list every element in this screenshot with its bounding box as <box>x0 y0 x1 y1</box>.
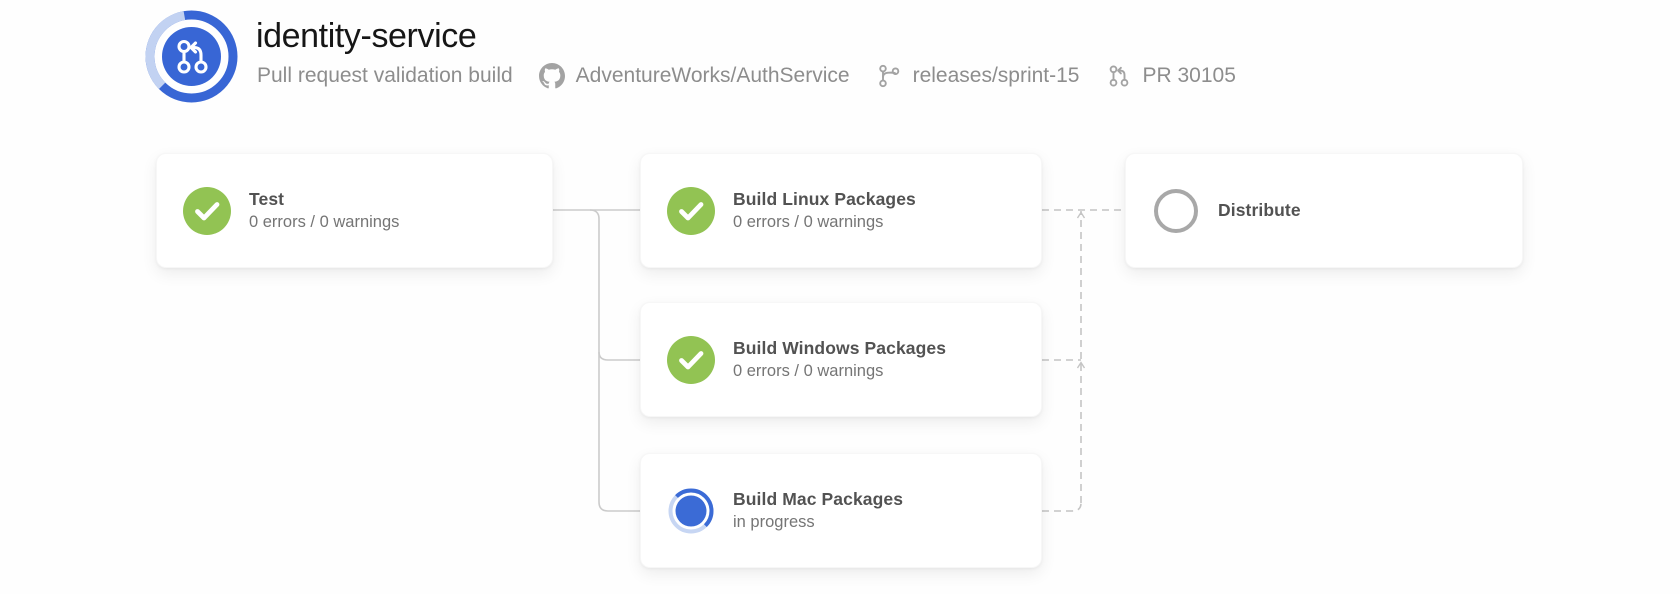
git-pull-request-icon <box>1106 63 1132 89</box>
pr-link[interactable]: PR 30105 <box>1106 63 1236 89</box>
success-icon <box>183 186 231 235</box>
stage-card-build-linux[interactable]: Build Linux Packages 0 errors / 0 warnin… <box>640 153 1042 268</box>
build-meta-row: Pull request validation build AdventureW… <box>257 63 1236 89</box>
stage-title: Build Mac Packages <box>733 489 904 509</box>
in-progress-spinner-icon <box>668 488 714 534</box>
connector-dashed <box>1042 209 1125 512</box>
branch-link[interactable]: releases/sprint-15 <box>876 63 1080 89</box>
repo-name: AdventureWorks/AuthService <box>575 64 850 87</box>
stage-card-test[interactable]: Test 0 errors / 0 warnings <box>156 153 553 268</box>
stage-title: Test <box>249 189 285 209</box>
stage-status: 0 errors / 0 warnings <box>733 213 884 231</box>
pending-circle-icon <box>1154 188 1198 233</box>
connector-solid <box>553 209 640 512</box>
repo-link[interactable]: AdventureWorks/AuthService <box>538 63 850 89</box>
stage-card-build-mac[interactable]: Build Mac Packages in progress <box>640 453 1042 568</box>
stage-card-build-windows[interactable]: Build Windows Packages 0 errors / 0 warn… <box>640 302 1042 417</box>
stage-title: Build Linux Packages <box>733 189 916 209</box>
stage-title: Distribute <box>1218 200 1301 220</box>
stage-status: 0 errors / 0 warnings <box>733 362 884 380</box>
page-title: identity-service <box>256 17 477 55</box>
stage-status: in progress <box>733 513 815 531</box>
stage-card-distribute[interactable]: Distribute <box>1125 153 1523 268</box>
pr-number: PR 30105 <box>1142 64 1236 87</box>
git-branch-icon <box>876 63 902 89</box>
stage-status: 0 errors / 0 warnings <box>249 213 400 231</box>
branch-name: releases/sprint-15 <box>912 64 1080 87</box>
stage-title: Build Windows Packages <box>733 338 947 358</box>
github-icon <box>538 63 565 89</box>
build-description: Pull request validation build <box>257 64 513 87</box>
success-icon <box>667 186 715 235</box>
pull-request-progress-badge-icon <box>145 10 238 103</box>
success-icon <box>667 335 715 384</box>
connector-merge-arrows <box>1076 211 1086 369</box>
